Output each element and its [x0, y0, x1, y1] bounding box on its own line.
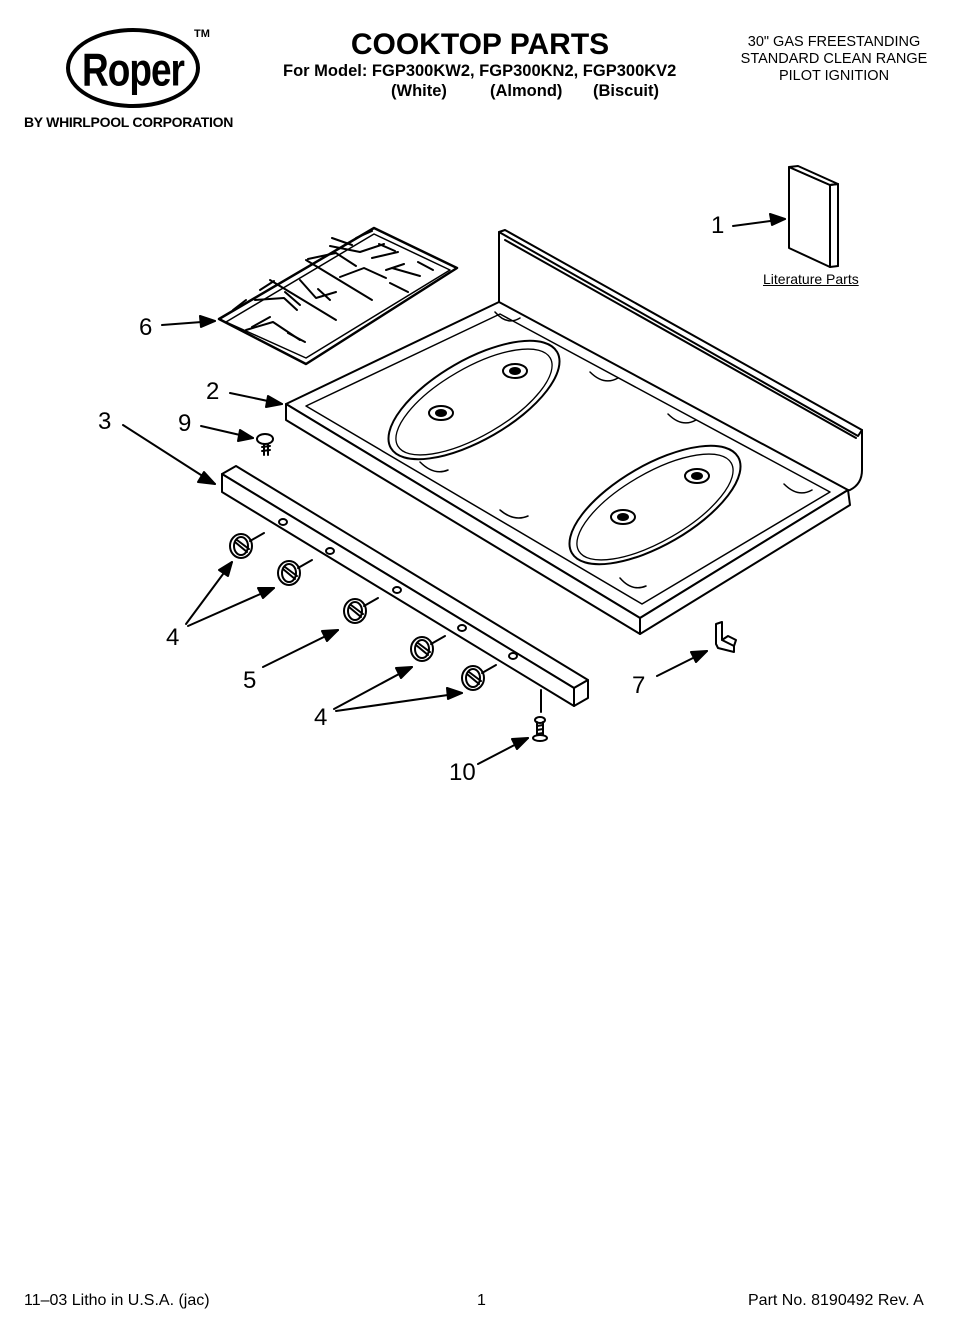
logo-text: Roper [82, 44, 185, 96]
roper-logo: Roper TM [66, 28, 216, 118]
callout-number-10: 10 [449, 759, 476, 786]
litho-note: 11–03 Litho in U.S.A. (jac) [24, 1292, 210, 1309]
arrow-callout-2 [229, 392, 283, 408]
logo-oval [66, 28, 200, 108]
manifold-panel-part-3 [221, 465, 589, 713]
literature-parts-label: Literature Parts [763, 271, 859, 287]
arrow-callout-7 [656, 650, 708, 677]
screw-part-9 [256, 433, 274, 456]
description-line: STANDARD CLEAN RANGE [740, 51, 928, 67]
callout-number-2: 2 [206, 378, 220, 405]
arrow-callout-9 [200, 425, 254, 442]
callout-number-5: 5 [243, 667, 257, 694]
part-number: Part No. 8190492 Rev. A [748, 1292, 924, 1309]
color-biscuit: (Biscuit) [593, 82, 659, 100]
callout-number-4: 4 [166, 624, 180, 651]
product-description: 30" GAS FREESTANDING STANDARD CLEAN RANG… [722, 34, 946, 85]
callout-number-3: 3 [98, 408, 112, 435]
description-line: 30" GAS FREESTANDING [747, 34, 921, 50]
arrow-callout-1 [732, 213, 786, 227]
arrows-callout-4-left [185, 561, 275, 627]
callout-number-7: 7 [632, 672, 646, 699]
burner-grate-part-6 [217, 226, 459, 366]
arrows-callout-4-right [333, 666, 463, 712]
control-knobs [229, 532, 497, 691]
literature-booklet-part-1 [788, 165, 839, 268]
screw-part-10 [532, 716, 548, 742]
cooktop-part-2 [285, 229, 863, 635]
callout-number-6: 6 [139, 314, 153, 341]
arrow-callout-6 [161, 315, 216, 328]
trademark-mark: TM [194, 28, 210, 40]
arrow-callout-5 [262, 629, 339, 668]
arrow-callout-10 [477, 737, 529, 765]
description-line: PILOT IGNITION [778, 68, 890, 84]
callout-number-1: 1 [711, 212, 725, 239]
page-title: COOKTOP PARTS [350, 28, 610, 61]
callout-number-9: 9 [178, 410, 192, 437]
callout-number-4: 4 [314, 704, 328, 731]
color-almond: (Almond) [490, 82, 563, 100]
brand-byline: BY WHIRLPOOL CORPORATION [24, 114, 234, 130]
arrow-callout-3 [122, 424, 216, 485]
color-white: (White) [391, 82, 447, 100]
model-numbers: For Model: FGP300KW2, FGP300KN2, FGP300K… [283, 62, 677, 80]
clip-part-7 [715, 621, 737, 653]
page-number: 1 [477, 1292, 486, 1309]
